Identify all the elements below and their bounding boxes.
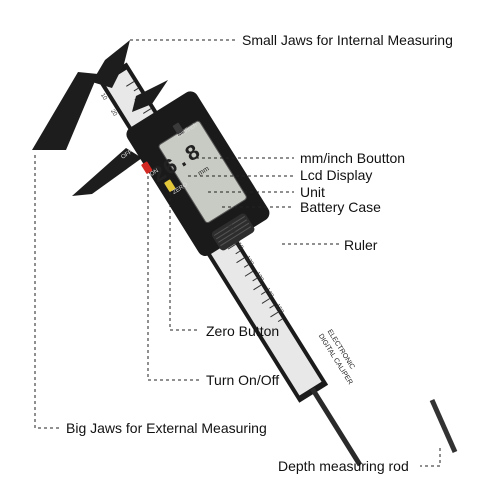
on-off-button-shape [141,161,153,174]
label-depth-rod: Depth measuring rod [278,458,409,474]
label-lcd-display: Lcd Display [300,167,373,183]
label-unit: Unit [300,184,325,200]
label-zero-button: Zero Button [206,323,280,339]
label-mm-inch-button: mm/inch Boutton [300,150,406,166]
label-turn-on-off: Turn On/Off [206,372,280,388]
label-big-jaws: Big Jaws for External Measuring [66,420,267,436]
label-small-jaws: Small Jaws for Internal Measuring [242,32,453,48]
zero-button-shape [164,179,176,192]
label-battery-case: Battery Case [300,199,381,215]
label-ruler: Ruler [344,237,378,253]
